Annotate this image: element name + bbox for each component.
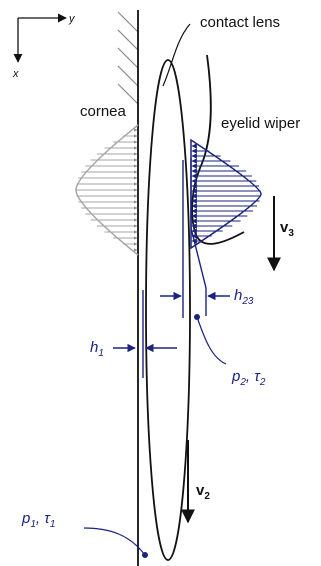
contact-lens-outline [145,59,191,561]
y-axis-label: y [68,13,76,25]
velocity-profile-icon [75,124,139,256]
v2-label: v2 [196,482,210,502]
cornea-label: cornea [80,103,127,120]
coordinate-axes-icon [13,13,67,63]
p1-tau1-label: p1, τ1 [21,510,55,530]
p2-leader-line [196,316,227,365]
p2-tau2-label: p2, τ2 [231,368,266,388]
contact-lens-leader [162,23,191,87]
h23-label: h23 [234,287,254,307]
contact-lens-label: contact lens [200,14,280,31]
eyelid-wiper-inner [190,158,207,316]
x-axis-label: x [12,68,19,80]
eyelid-wiper-label: eyelid wiper [221,115,300,132]
h1-label: h1 [90,339,104,359]
p1-leader-line [83,527,146,556]
cornea-hatch-icon [117,11,139,105]
velocity-profile-icon [190,138,262,250]
v3-label: v3 [280,219,294,239]
